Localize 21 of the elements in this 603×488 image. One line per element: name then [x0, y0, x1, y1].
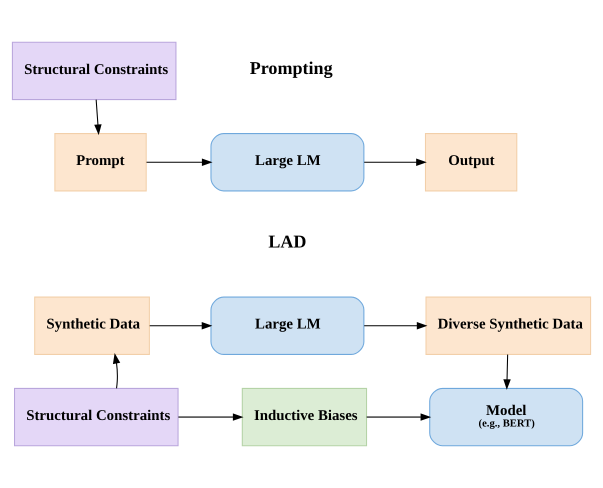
node-box: Diverse Synthetic Data: [425, 296, 592, 355]
node-box: Synthetic Data: [34, 296, 150, 355]
node-box: Prompt: [54, 133, 147, 192]
label: LAD: [268, 231, 306, 252]
node-box: Output: [424, 133, 518, 192]
arrow: [366, 413, 432, 421]
arrow: [178, 413, 244, 421]
node-box: Large LM: [210, 296, 364, 355]
arrow: [146, 158, 213, 166]
label: Prompting: [250, 58, 333, 78]
arrow: [112, 352, 120, 388]
arrow: [364, 322, 428, 330]
node-box: Large LM: [210, 133, 364, 192]
node-box: Model (e.g., BERT): [429, 388, 584, 446]
arrow: [503, 354, 511, 390]
node-box: Inductive Biases: [242, 388, 368, 446]
arrow: [364, 158, 427, 166]
arrow: [94, 100, 102, 136]
node-box: Structural Constraints: [14, 388, 179, 446]
arrow: [150, 322, 212, 330]
node-box: Structural Constraints: [12, 42, 176, 100]
